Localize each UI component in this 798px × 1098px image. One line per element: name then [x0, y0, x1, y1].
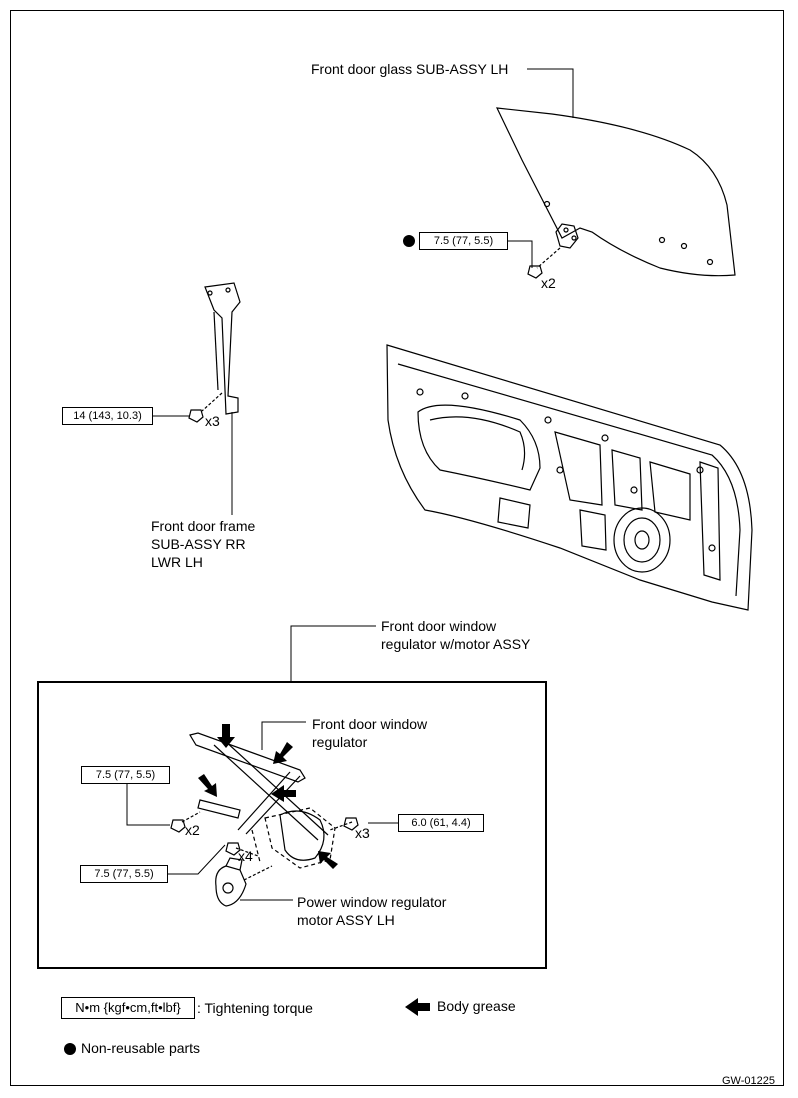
label-door-frame-1: Front door frame — [151, 518, 256, 534]
legend-grease-arrow — [405, 998, 430, 1016]
leader-regulator — [261, 721, 306, 750]
figure-id: GW-01225 — [722, 1075, 775, 1087]
label-regulator-1: Front door window — [312, 716, 428, 732]
grease-arrow-1 — [217, 724, 235, 748]
label-door-frame-2: SUB-ASSY RR — [151, 536, 246, 552]
torque-box-reg-right: 6.0 (61, 4.4) — [398, 814, 484, 832]
leader-regulator-assy — [290, 625, 376, 681]
door-frame-drawing — [188, 282, 241, 423]
legend-torque-box: N•m {kgf•cm,ft•lbf} — [61, 997, 195, 1019]
label-door-frame-3: LWR LH — [151, 554, 203, 570]
torque-box-reg-left: 7.5 (77, 5.5) — [81, 766, 170, 784]
leader-motor-torque — [168, 844, 226, 875]
legend-torque-text: : Tightening torque — [197, 1000, 313, 1016]
label-regulator-assy-1: Front door window — [381, 618, 497, 634]
non-reusable-icon — [403, 235, 415, 247]
legend-grease-text: Body grease — [437, 998, 516, 1014]
label-motor-1: Power window regulator — [297, 894, 447, 910]
torque-box-motor: 7.5 (77, 5.5) — [80, 865, 168, 883]
count-glass: x2 — [541, 275, 556, 291]
label-regulator-2: regulator — [312, 734, 368, 750]
leader-glass — [527, 68, 574, 118]
grease-arrow-4 — [271, 785, 296, 802]
leader-reg-left-torque — [126, 783, 170, 826]
count-reg-left: x2 — [185, 822, 200, 838]
count-motor: x4 — [238, 848, 253, 864]
grease-arrows — [198, 724, 430, 1016]
label-regulator-assy-2: regulator w/motor ASSY — [381, 636, 531, 652]
leader-glass-torque — [508, 240, 533, 268]
label-door-glass: Front door glass SUB-ASSY LH — [311, 61, 509, 77]
door-panel-drawing — [386, 344, 753, 611]
torque-box-glass: 7.5 (77, 5.5) — [419, 232, 508, 250]
regulator-drawing — [170, 732, 359, 907]
regulator-inset-box — [37, 681, 547, 969]
grease-arrow-5 — [318, 851, 338, 869]
door-glass-drawing — [495, 107, 736, 279]
grease-arrow-3 — [198, 774, 217, 797]
count-frame: x3 — [205, 413, 220, 429]
label-motor-2: motor ASSY LH — [297, 912, 395, 928]
legend-nonreusable-text: Non-reusable parts — [81, 1040, 201, 1056]
grease-arrow-2 — [273, 742, 293, 764]
count-reg-right: x3 — [355, 825, 370, 841]
legend-non-reusable-icon — [64, 1043, 76, 1055]
torque-box-frame: 14 (143, 10.3) — [62, 407, 153, 425]
figure-frame — [10, 10, 784, 1086]
